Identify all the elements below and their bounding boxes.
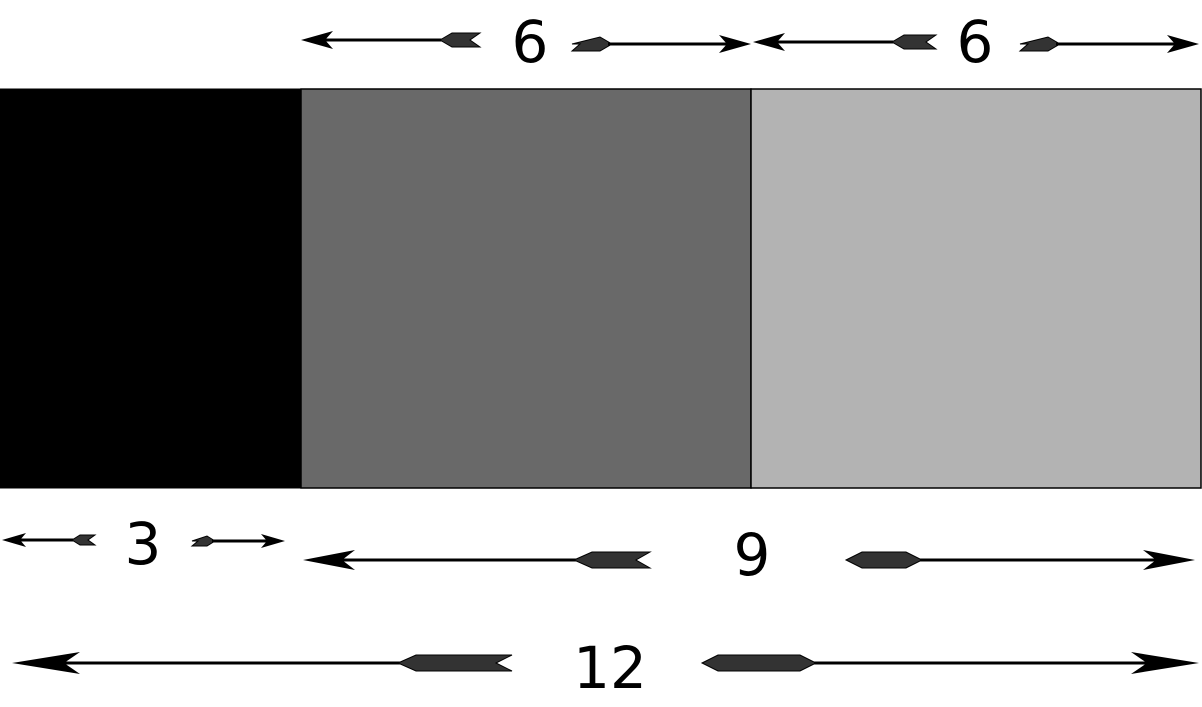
blocks-group [0, 88, 1202, 489]
arrow-fletching-icon [844, 551, 924, 569]
dark-gray-block [300, 88, 752, 489]
arrow-fletching-icon [1018, 36, 1061, 52]
arrow-left-icon [753, 33, 785, 51]
arrow-fletching-icon [572, 551, 652, 569]
arrow-right-icon [1143, 550, 1195, 570]
arrow-left-icon [2, 533, 26, 547]
arrow-fletching-icon [71, 534, 97, 546]
dimension-label: 3 [125, 510, 162, 578]
light-gray-block [750, 88, 1202, 489]
arrow-left-icon [303, 550, 355, 570]
arrow-right-icon [1167, 35, 1199, 53]
dimension-label: 9 [734, 521, 771, 589]
arrow-fletching-icon [396, 654, 513, 672]
arrow-left-icon [12, 652, 80, 674]
dimension-bottom-left: 3 [2, 510, 285, 578]
arrow-right-icon [719, 35, 751, 53]
arrow-fletching-icon [570, 36, 613, 52]
dimension-bottom-middle: 9 [303, 521, 1195, 589]
arrow-fletching-icon [439, 32, 482, 48]
arrow-fletching-icon [700, 654, 818, 672]
arrow-fletching-icon [190, 535, 216, 547]
dimension-top-left: 6 [301, 8, 751, 76]
arrow-left-icon [301, 31, 333, 49]
arrow-right-icon [261, 534, 285, 548]
arrow-fletching-icon [891, 34, 938, 50]
arrow-right-icon [1131, 652, 1199, 674]
dimension-label: 12 [573, 634, 647, 702]
dimension-label: 6 [512, 8, 549, 76]
black-block [0, 88, 302, 489]
dimension-label: 6 [957, 8, 994, 76]
dimension-bottom-full: 12 [12, 634, 1199, 702]
dimension-top-right: 6 [753, 8, 1199, 76]
